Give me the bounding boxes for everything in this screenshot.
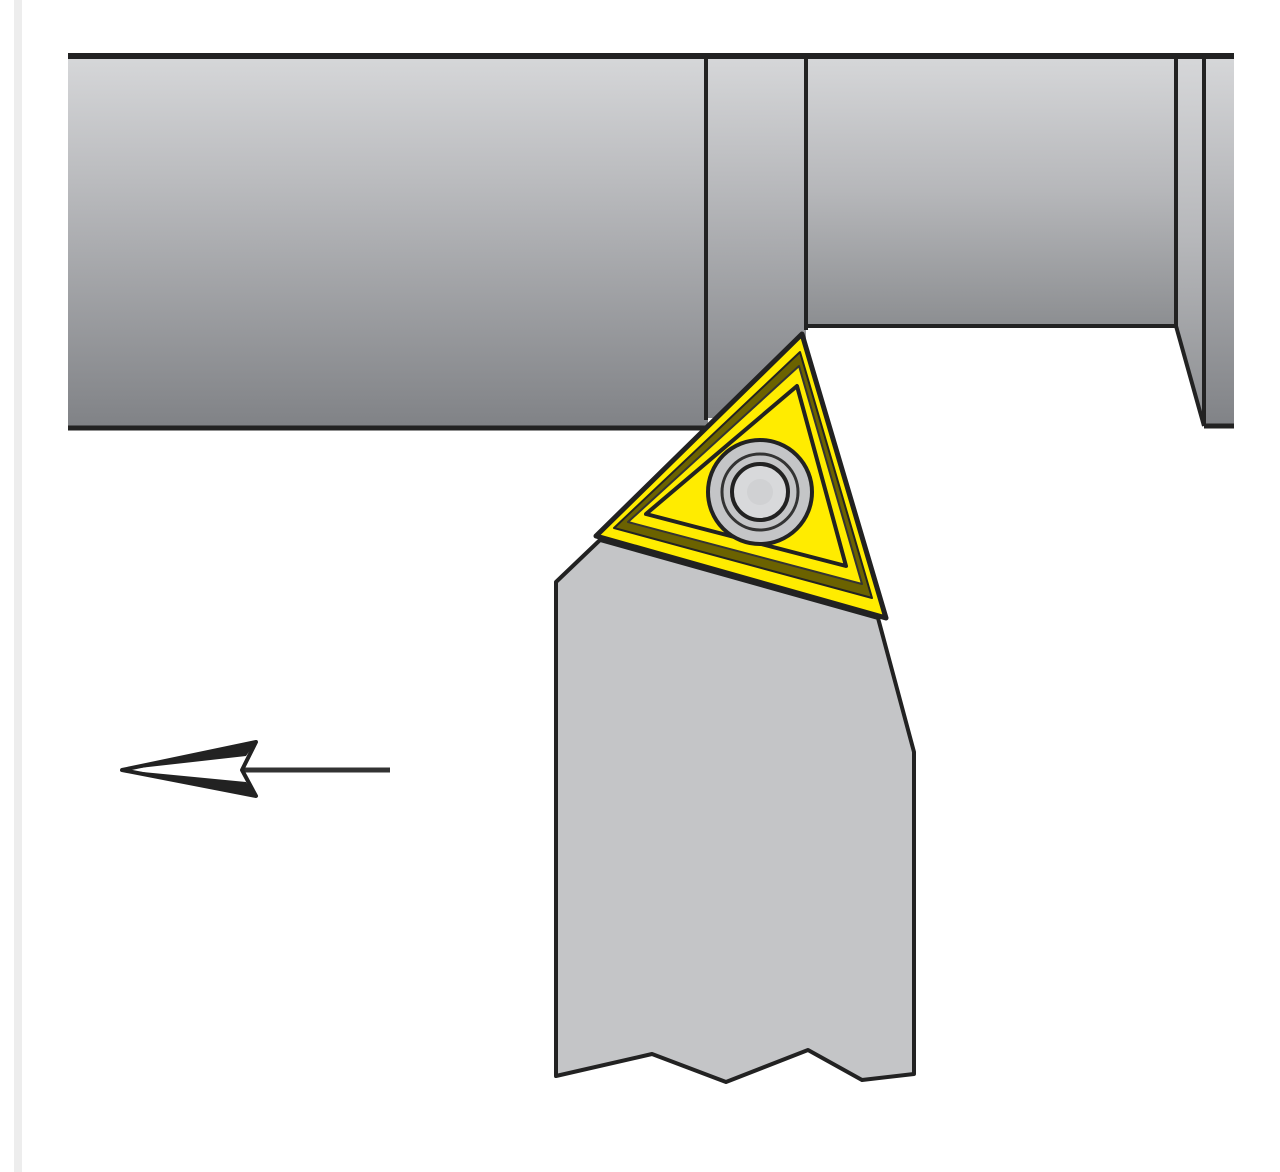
- workpiece-large-diameter: [68, 56, 708, 428]
- workpiece-end-face: [1204, 56, 1234, 428]
- clamping-screw-icon: [706, 438, 814, 546]
- feed-direction-arrow-icon: [120, 740, 390, 798]
- left-border-rule: [14, 0, 22, 1172]
- workpiece: [68, 53, 1234, 431]
- tool-holder: [554, 538, 916, 1084]
- workpiece-machined-diameter: [806, 56, 1176, 326]
- workpiece-chamfer: [1176, 56, 1204, 426]
